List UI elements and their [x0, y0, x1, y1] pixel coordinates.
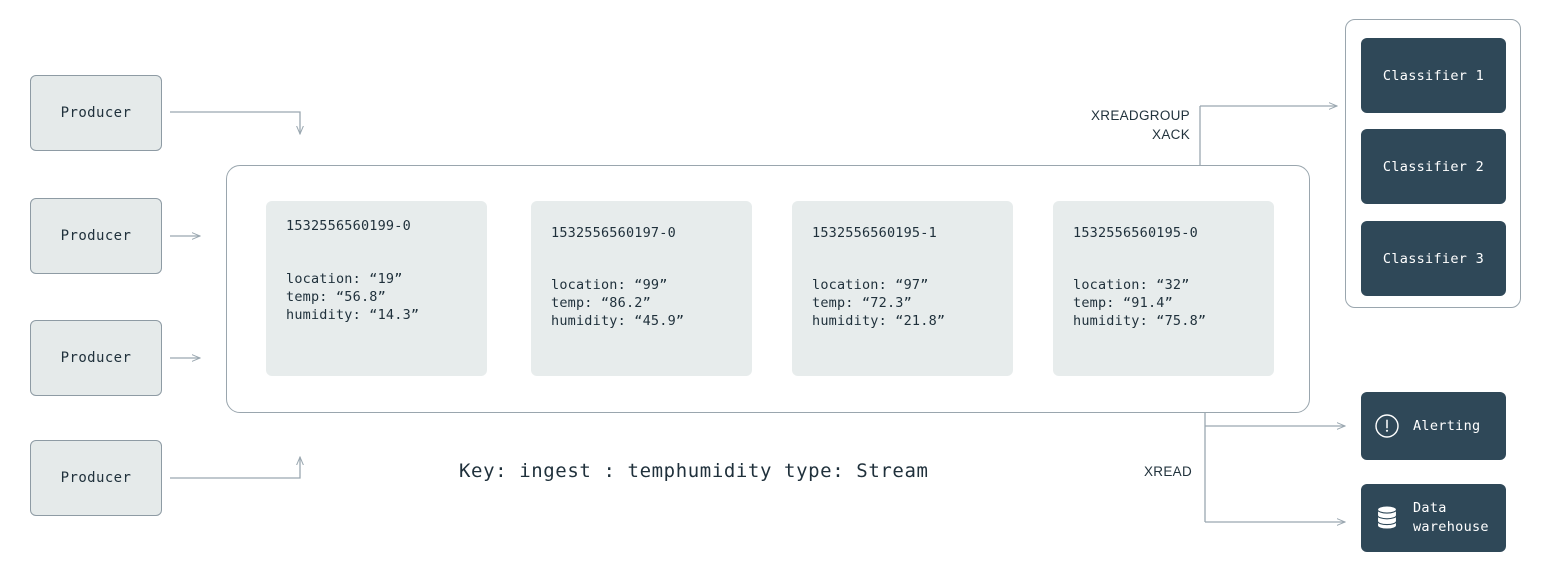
message-id: 1532556560197-0: [551, 225, 676, 241]
xreadgroup-label: XREADGROUP: [1090, 108, 1190, 123]
stream-message-card[interactable]: 1532556560199-0 location: “19” temp: “56…: [266, 201, 487, 376]
classifier-box-1[interactable]: Classifier 1: [1361, 38, 1506, 113]
producer-label: Producer: [60, 470, 132, 486]
edge-producer-1-to-stream: [170, 111, 300, 134]
producer-label: Producer: [60, 350, 132, 366]
classifier-box-3[interactable]: Classifier 3: [1361, 221, 1506, 296]
producer-box-2[interactable]: Producer: [30, 198, 162, 274]
alert-circle-icon: [1373, 411, 1401, 441]
classifier-label: Classifier 1: [1382, 67, 1485, 84]
producer-label: Producer: [60, 105, 132, 121]
xack-label: XACK: [1152, 127, 1190, 142]
message-fields: location: “97” temp: “72.3” humidity: “2…: [812, 277, 946, 329]
producer-box-4[interactable]: Producer: [30, 440, 162, 516]
edge-producer-4-to-stream: [170, 457, 300, 479]
producer-box-1[interactable]: Producer: [30, 75, 162, 151]
stream-message-card[interactable]: 1532556560197-0 location: “99” temp: “86…: [531, 201, 752, 376]
message-fields: location: “99” temp: “86.2” humidity: “4…: [551, 277, 685, 329]
message-fields: location: “32” temp: “91.4” humidity: “7…: [1073, 277, 1207, 329]
database-icon: [1373, 503, 1401, 533]
message-id: 1532556560195-1: [812, 225, 937, 241]
alerting-box[interactable]: Alerting: [1361, 392, 1506, 460]
message-fields: location: “19” temp: “56.8” humidity: “1…: [286, 271, 420, 323]
stream-key-label: Key: ingest : temphumidity type: Stream: [459, 460, 929, 482]
stream-message-card[interactable]: 1532556560195-0 location: “32” temp: “91…: [1053, 201, 1274, 376]
alerting-label: Alerting: [1413, 417, 1481, 434]
classifier-box-2[interactable]: Classifier 2: [1361, 129, 1506, 204]
data-warehouse-label: Data warehouse: [1413, 500, 1489, 535]
producer-box-3[interactable]: Producer: [30, 320, 162, 396]
producer-label: Producer: [60, 228, 132, 244]
xread-label: XREAD: [1143, 464, 1192, 479]
classifier-label: Classifier 2: [1382, 158, 1485, 175]
classifier-label: Classifier 3: [1382, 250, 1485, 267]
stream-message-card[interactable]: 1532556560195-1 location: “97” temp: “72…: [792, 201, 1013, 376]
message-id: 1532556560199-0: [286, 218, 411, 234]
message-id: 1532556560195-0: [1073, 225, 1198, 241]
data-warehouse-box[interactable]: Data warehouse: [1361, 484, 1506, 552]
